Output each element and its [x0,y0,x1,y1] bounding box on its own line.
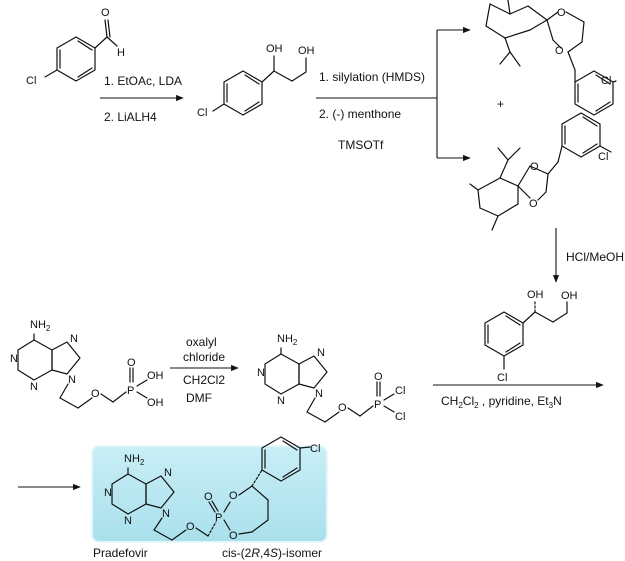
atom-oh-3: OH [527,289,544,301]
atom-n-12: N [162,508,170,520]
chlorobenzaldehyde-structure: O H Cl [26,7,125,87]
atom-cl-a: Cl [601,75,611,87]
atom-oh-p-2: OH [147,397,164,409]
atom-nh2-3: NH2 [124,453,145,467]
atom-cl-b: Cl [598,151,608,163]
atom-cl-4: Cl [310,443,320,455]
atom-oh-2: OH [298,45,315,57]
step2-condition-2: 2. (-) menthone [319,107,401,121]
step4-condition-1: oxalyl [186,335,217,349]
atom-o-b2: O [529,198,538,210]
atom-n-4: N [68,374,76,386]
step2-condition-3: TMSOTf [338,138,384,152]
phosphonic-dichloride-structure: NH2 N N N N O P O Cl Cl [257,333,405,423]
atom-p-1: P [127,385,134,397]
atom-cl-3: Cl [497,372,507,384]
atom-n-1: N [10,353,18,365]
atom-cl-2: Cl [197,107,207,119]
step2-condition-1: 1. silylation (HMDS) [319,70,425,84]
atom-o-ring-2: O [229,530,238,542]
atom-nh2-2: NH2 [277,333,298,347]
step1-condition-1: 1. EtOAc, LDA [104,74,182,88]
atom-n-9: N [104,487,112,499]
atom-p-3: P [215,512,222,524]
atom-h-aldehyde: H [117,47,125,59]
atom-n-6: N [277,395,285,407]
racemic-diol-structure: OH OH Cl [197,43,315,119]
atom-n-2: N [30,381,38,393]
atom-o-ether-2: O [338,402,347,414]
atom-o-ring-1: O [229,490,238,502]
step4-condition-2: chloride [183,350,225,364]
phosphonic-acid-structure: NH2 N N N N O P O OH OH [10,319,164,409]
atom-oh-1: OH [266,43,283,55]
step1-condition-2: 2. LiALH4 [104,110,157,124]
atom-cl-p-2: Cl [395,411,405,423]
atom-o-ether-1: O [91,388,100,400]
chiral-diol-structure: OH OH Cl [484,289,578,384]
atom-o-a2: O [555,45,564,57]
spiroketal-isomer-a-structure: O O Cl [485,0,617,116]
atom-p-2: P [374,399,381,411]
atom-o-ether-3: O [186,521,195,533]
atom-n-11: N [164,467,172,479]
atom-o-aldehyde: O [101,7,110,19]
atom-cl-1: Cl [26,75,36,87]
atom-n-3: N [70,333,78,345]
atom-oh-p-1: OH [147,370,164,382]
step4-condition-3: CH2Cl2 [183,373,225,387]
product-name-label: Pradefovir [93,546,148,560]
atom-n-7: N [317,347,325,359]
atom-o-p-2: O [374,371,383,383]
spiroketal-isomer-b-structure: Cl O O [469,112,612,231]
product-isomer-label: cis-(2R,4S)-isomer [222,546,322,560]
atom-o-p-1: O [127,357,136,369]
atom-n-5: N [257,367,265,379]
atom-oh-4: OH [561,290,578,302]
pradefovir-structure: NH2 N N N N O P O O O Cl [104,436,320,542]
atom-o-a1: O [557,7,566,19]
step3-condition-1: HCl/MeOH [566,250,624,264]
atom-o-p-3: O [204,491,213,503]
atom-n-8: N [315,388,323,400]
atom-nh2-1: NH2 [30,319,51,333]
step4-condition-4: DMF [186,391,212,405]
plus-sign: + [497,97,504,111]
step5-condition-1: CH2Cl2 , pyridine, Et3N [441,394,562,410]
atom-cl-p-1: Cl [395,385,405,397]
atom-n-10: N [124,515,132,527]
atom-o-b1: O [530,161,539,173]
